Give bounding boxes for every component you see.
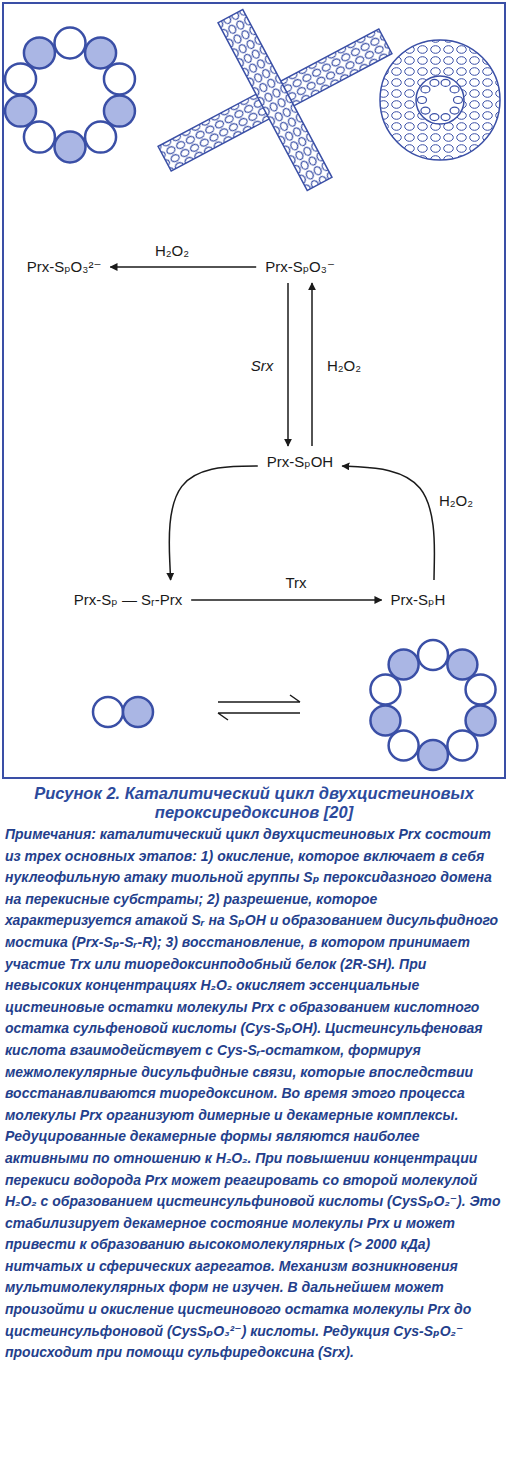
figure-caption: Рисунок 2. Каталитический цикл двухцисте… xyxy=(20,784,488,822)
species-formula: Prx-SₚOH xyxy=(267,453,333,471)
subunit-circle xyxy=(24,37,55,68)
subunit-circle xyxy=(370,705,400,735)
subunit-circle xyxy=(450,107,459,114)
subunit-circle xyxy=(421,86,430,93)
decamer-ring xyxy=(5,28,135,163)
subunit-circle xyxy=(450,86,459,93)
reaction-arrow xyxy=(287,283,289,446)
subunit-circle xyxy=(418,640,448,670)
reaction-arrow xyxy=(191,599,381,601)
filament-tube xyxy=(218,10,332,191)
figure-notes: Примечания: каталитический цикл двухцист… xyxy=(5,824,503,1364)
subunit-circle xyxy=(104,63,135,94)
reaction-arrow xyxy=(169,466,258,580)
subunit-circle xyxy=(447,650,477,680)
species-label: Prx-SₚO₃⁻ xyxy=(260,255,340,279)
subunit-circle xyxy=(418,97,427,104)
subunit-circle xyxy=(466,675,496,705)
reaction-arrow xyxy=(311,283,313,446)
subunit-circle xyxy=(5,96,36,127)
spherical-aggregate xyxy=(378,38,502,162)
species-formula: Prx-SₚO₃²⁻ xyxy=(27,258,102,276)
subunit-circle xyxy=(85,122,116,153)
subunit-circle xyxy=(430,114,439,121)
reaction-arrow xyxy=(110,266,256,268)
reagent-label: H₂O₂ xyxy=(152,241,192,260)
species-formula: Prx-Sₚ — Sᵣ-Prx xyxy=(74,591,182,609)
reagent-label: H₂O₂ xyxy=(436,491,476,510)
species-label: Prx-Sₚ — Sᵣ-Prx xyxy=(69,588,187,612)
subunit-circle xyxy=(421,107,430,114)
dimer xyxy=(93,697,153,727)
subunit-circle xyxy=(441,79,450,86)
subunit-circle xyxy=(55,132,86,163)
subunit-circle xyxy=(55,28,86,59)
decamer-ring xyxy=(370,640,495,770)
reagent-label: Trx xyxy=(282,573,309,592)
reagent-label: Srx xyxy=(248,356,277,375)
subunit-circle xyxy=(430,79,439,86)
subunit-circle xyxy=(418,740,448,770)
subunit-circle xyxy=(454,97,463,104)
species-label: Prx-SₚO₃²⁻ xyxy=(22,255,107,279)
subunit-circle xyxy=(5,63,36,94)
figure-frame xyxy=(3,3,505,778)
species-label: Prx-SₚH xyxy=(386,588,451,612)
subunit-circle xyxy=(447,730,477,760)
reaction-arrow xyxy=(342,466,434,580)
reagent-label: H₂O₂ xyxy=(324,356,364,375)
subunit-circle xyxy=(370,675,400,705)
subunit-circle xyxy=(441,114,450,121)
subunit-circle xyxy=(104,96,135,127)
species-formula: Prx-SₚO₃⁻ xyxy=(265,258,335,276)
equilibrium-arrows xyxy=(218,695,300,720)
species-formula: Prx-SₚH xyxy=(391,591,446,609)
subunit-circle xyxy=(466,705,496,735)
species-label: Prx-SₚOH xyxy=(262,450,338,474)
subunit-circle xyxy=(389,650,419,680)
subunit-circle xyxy=(24,122,55,153)
subunit-circle xyxy=(389,730,419,760)
subunit-circle xyxy=(85,37,116,68)
